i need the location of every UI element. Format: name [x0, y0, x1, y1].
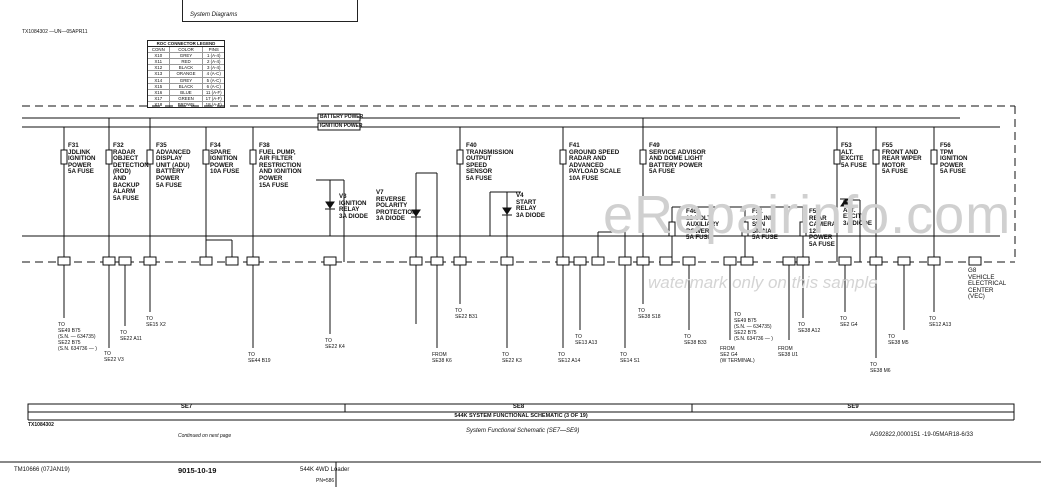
footer-manual: TM10666 (07JAN19) — [14, 467, 70, 473]
fuse-label-f38: F38 FUEL PUMP, AIR FILTER RESTRICTION AN… — [259, 142, 302, 189]
connector-pins — [57, 256, 982, 266]
destination-label: TO SE38 S18 — [638, 308, 661, 320]
section-bar — [27, 403, 1015, 421]
destination-label: TO SE14 S1 — [620, 352, 640, 364]
fuse-label-f51: F51 JDLINK SUN SIGNAL 5A FUSE — [752, 208, 778, 242]
fuse-label-f46: F46 12-VOLT AUXILIARY POWER 5A FUSE — [686, 208, 720, 242]
watermark-sub: watermark only on this sample — [648, 273, 878, 292]
ignition-rail-tag — [317, 122, 361, 131]
ignition-power-label: IGNITION POWER — [320, 123, 363, 129]
legend-header-row: CONN COLOR PINS — [148, 47, 224, 54]
destination-label: TO SE13 A13 — [575, 334, 598, 346]
diode-label-v4: V4 START RELAY 3A DIODE — [516, 192, 545, 219]
footer-pn: PN=586 — [316, 478, 335, 484]
section-label-se9: SE9 — [847, 404, 859, 410]
fuse-label-f31: F31 JDLINK IGNITION POWER 5A FUSE — [68, 142, 96, 176]
fuse-label-f40: F40 TRANSMISSION OUTPUT SPEED SENSOR 5A … — [466, 142, 514, 182]
fuse-label-f56: F56 TPM IGNITION POWER 5A FUSE — [940, 142, 968, 176]
destination-label: TO SE44 B19 — [248, 352, 271, 364]
fuse-label-f34: F34 SPARE IGNITION POWER 10A FUSE — [210, 142, 240, 176]
destination-label: TO SE12 A13 — [929, 316, 952, 328]
section-label-se8: SE8 — [512, 404, 525, 410]
fuse-label-f41: F41 GROUND SPEED RADAR AND ADVANCED PAYL… — [569, 142, 621, 182]
fuse-drops — [63, 118, 935, 262]
diode-label-v7: V7 REVERSE POLARITY PROTECTION 3A DIODE — [376, 189, 417, 223]
continued-note: Continued on next page — [178, 433, 232, 439]
document-code: AG92822,0000151 -19-05MAR18-6/33 — [870, 432, 974, 438]
figure-ref: TX1084302 — [28, 422, 54, 428]
fuse-label-f55: F55 FRONT AND REAR WIPER MOTOR 5A FUSE — [882, 142, 922, 176]
figure-caption: System Functional Schematic (SE7—SE9) — [466, 428, 580, 434]
schematic-caption: 544K SYSTEM FUNCTIONAL SCHEMATIC (3 OF 1… — [454, 413, 588, 419]
destination-label: TO SE38 M6 — [870, 362, 891, 374]
destination-label: TO SE22 B31 — [455, 308, 478, 320]
footer-model: 544K 4WD Loader — [300, 467, 350, 473]
battery-power-label: BATTERY POWER — [320, 114, 364, 120]
watermark-main: eRepairinfo.com — [603, 185, 1012, 245]
destination-label: TO SE38 M5 — [888, 334, 909, 346]
destination-label: TO SE49 B75 (S.N. — 634735) SE22 B75 (S.… — [734, 312, 773, 342]
section-title: System Diagrams — [190, 12, 238, 18]
header-box — [182, 0, 358, 22]
destination-label: FROM SE2 G4 (W TERMINAL) — [720, 346, 755, 364]
fuse-label-f35: F35 ADVANCED DISPLAY UNIT (ADU) BATTERY … — [156, 142, 191, 189]
destination-label: FROM SE38 K6 — [432, 352, 452, 364]
fuse-label-f32: F32 RADAR OBJECT DETECTION (ROD) AND BAC… — [113, 142, 149, 202]
destination-label: TO SE15 X2 — [146, 316, 166, 328]
diode-symbols — [325, 198, 850, 218]
destination-label: TO SE12 A14 — [558, 352, 581, 364]
destination-label: TO SE22 A11 — [120, 330, 142, 342]
destination-label: TO SE22 K4 — [325, 338, 345, 350]
connector-legend: ROC CONNECTOR LEGEND CONN COLOR PINS X10… — [147, 40, 225, 109]
vec-label: G8 VEHICLE ELECTRICAL CENTER (VEC) — [968, 267, 1007, 301]
fuse-label-f52: F52 REAR CAMERA 12V POWER 5A FUSE — [809, 208, 837, 248]
footer-page: 9015-10-19 — [178, 466, 217, 475]
battery-rail-tag — [317, 113, 361, 122]
destination-label: FROM SE38 U1 — [778, 346, 799, 358]
fuse-label-f53: F53 ALT. EXCITE 5A FUSE — [841, 142, 867, 169]
destination-label: TO SE38 B33 — [684, 334, 707, 346]
destination-label: TO SE38 A12 — [798, 322, 821, 334]
section-label-se7: SE7 — [180, 404, 193, 410]
fuse-label-f49: F49 SERVICE ADVISOR AND DOME LIGHT BATTE… — [649, 142, 706, 176]
diode-label-v3: V3 IGNITION RELAY 3A DIODE — [339, 193, 368, 220]
fuse-symbols — [60, 149, 938, 237]
destination-label: TO SE2 G4 — [840, 316, 858, 328]
destination-label: TO SE22 V3 — [104, 351, 124, 363]
destination-label: TO SE22 K3 — [502, 352, 522, 364]
figure-code: TX1084302 —UN—05APR11 — [22, 29, 88, 35]
legend-title: ROC CONNECTOR LEGEND — [148, 41, 224, 48]
diode-label-v5: V5 ALT. EXCITE 3A DIODE — [843, 200, 872, 227]
destination-label: TO SE49 B75 (S.N. — 634735) SE22 B75 (S.… — [58, 322, 97, 352]
